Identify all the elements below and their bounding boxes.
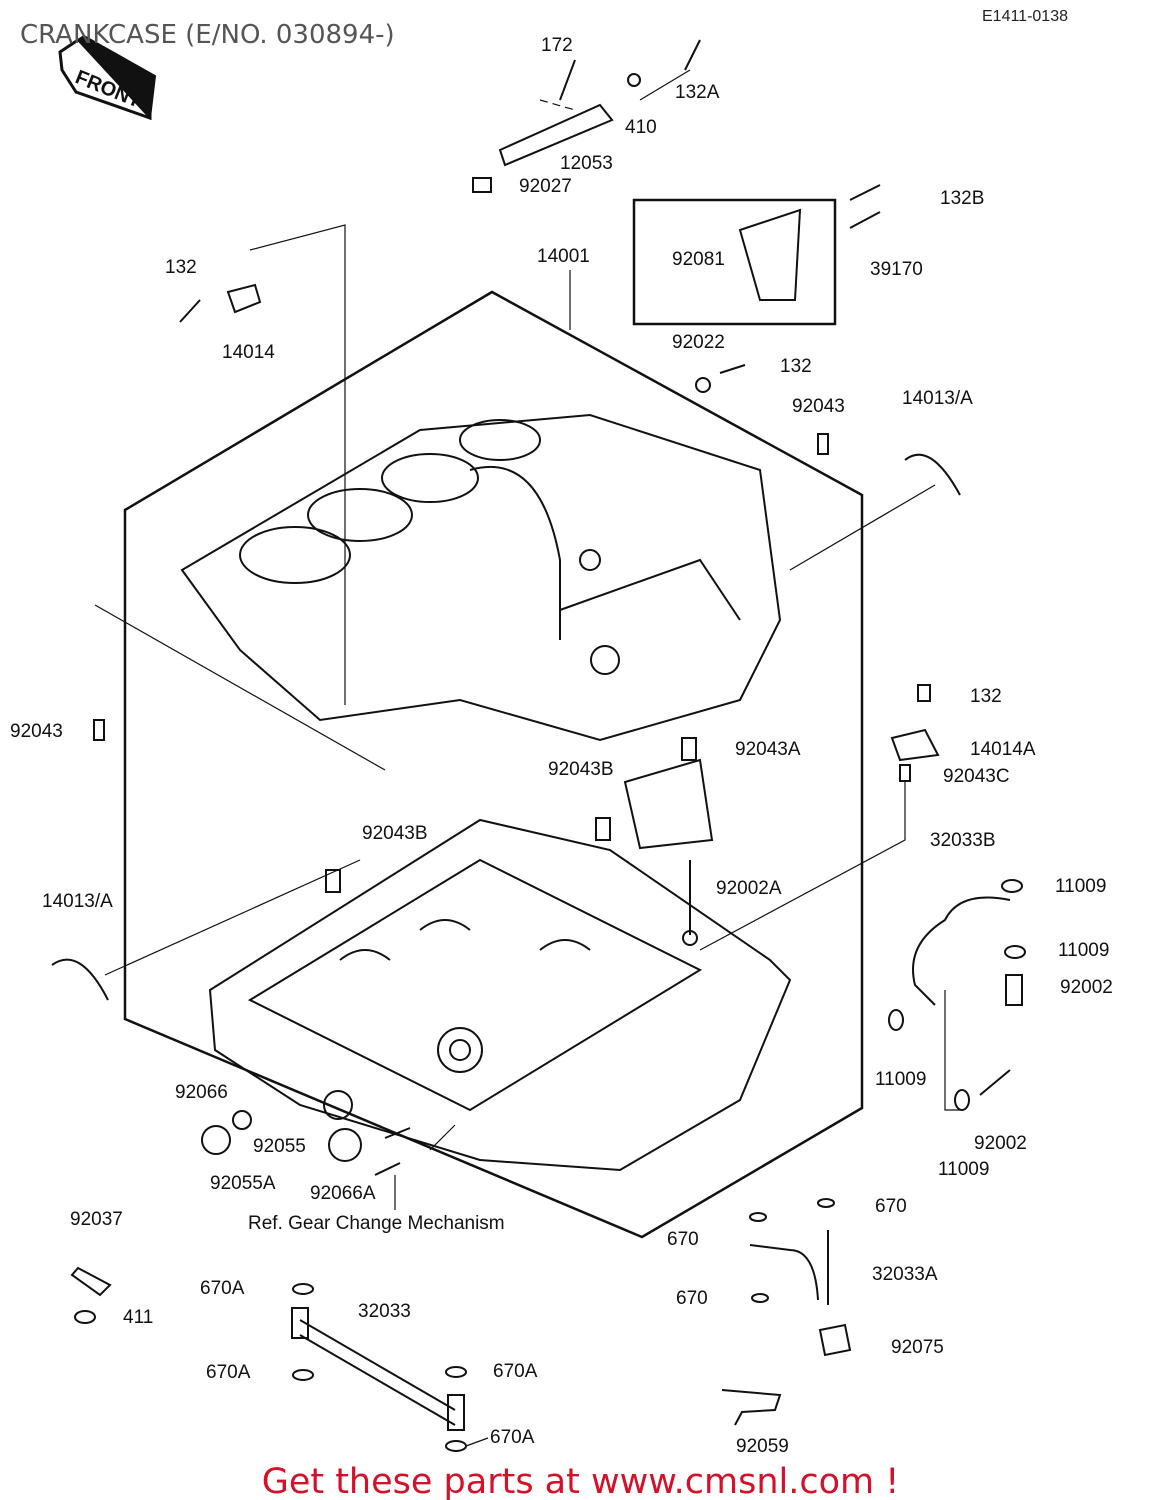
part-label[interactable]: 14014 bbox=[222, 342, 275, 363]
part-label[interactable]: 670 bbox=[667, 1229, 699, 1250]
part-label[interactable]: 92043 bbox=[10, 721, 63, 742]
part-label[interactable]: 92075 bbox=[891, 1337, 944, 1358]
part-label[interactable]: 32033A bbox=[872, 1264, 938, 1285]
part-label[interactable]: 12053 bbox=[560, 153, 613, 174]
part-label[interactable]: 92059 bbox=[736, 1436, 789, 1457]
diagram-title: CRANKCASE (E/NO. 030894-) bbox=[20, 20, 395, 50]
part-label[interactable]: 92002A bbox=[716, 878, 782, 899]
assembly-outline bbox=[123, 290, 864, 1239]
part-label[interactable]: 92022 bbox=[672, 332, 725, 353]
part-label[interactable]: 14013/A bbox=[902, 388, 973, 409]
part-label[interactable]: 32033 bbox=[358, 1301, 411, 1322]
part-label[interactable]: 670A bbox=[200, 1278, 245, 1299]
part-label[interactable]: 92066A bbox=[310, 1183, 376, 1204]
leader-lines bbox=[94, 69, 960, 1447]
part-label[interactable]: 411 bbox=[123, 1307, 154, 1328]
part-label[interactable]: 132 bbox=[970, 686, 1002, 707]
part-label[interactable]: 92043C bbox=[943, 766, 1010, 787]
part-label[interactable]: 132 bbox=[780, 356, 812, 377]
part-label[interactable]: 670 bbox=[676, 1288, 708, 1309]
part-label[interactable]: 14013/A bbox=[42, 891, 113, 912]
part-label[interactable]: 11009 bbox=[875, 1069, 927, 1090]
part-label[interactable]: 92081 bbox=[672, 249, 725, 270]
part-label[interactable]: 92043A bbox=[735, 739, 801, 760]
part-label[interactable]: 92055 bbox=[253, 1136, 306, 1157]
part-label[interactable]: 132 bbox=[165, 257, 197, 278]
lower-crankcase bbox=[208, 818, 792, 1172]
part-label[interactable]: 11009 bbox=[1058, 940, 1110, 961]
chain-guide-box bbox=[632, 198, 837, 326]
part-label[interactable]: 92055A bbox=[210, 1173, 276, 1194]
part-label[interactable]: 410 bbox=[625, 117, 657, 138]
part-label[interactable]: 670A bbox=[206, 1362, 251, 1383]
part-label[interactable]: 670 bbox=[875, 1196, 907, 1217]
part-label[interactable]: 92043B bbox=[548, 759, 614, 780]
part-label[interactable]: 132B bbox=[940, 188, 985, 209]
footer-link[interactable]: Get these parts at www.cmsnl.com ! bbox=[261, 1462, 900, 1500]
part-label[interactable]: 172 bbox=[541, 35, 573, 56]
part-label[interactable]: 32033B bbox=[930, 830, 996, 851]
part-label[interactable]: 92002 bbox=[1060, 977, 1113, 998]
part-label[interactable]: 14014A bbox=[970, 739, 1036, 760]
part-label[interactable]: 92066 bbox=[175, 1082, 228, 1103]
part-label[interactable]: 92043B bbox=[362, 823, 428, 844]
part-label[interactable]: 92002 bbox=[974, 1133, 1027, 1154]
diagram-code: E1411-0138 bbox=[982, 8, 1068, 25]
part-label[interactable]: 11009 bbox=[1055, 876, 1107, 897]
part-label[interactable]: 92027 bbox=[519, 176, 572, 197]
part-label[interactable]: 670A bbox=[493, 1361, 538, 1382]
part-label[interactable]: 14001 bbox=[537, 246, 590, 267]
front-arrow-icon: FRONT bbox=[58, 34, 157, 121]
reference-note: Ref. Gear Change Mechanism bbox=[248, 1213, 505, 1234]
part-label[interactable]: 670A bbox=[490, 1427, 535, 1448]
part-label[interactable]: 92037 bbox=[70, 1209, 123, 1230]
upper-crankcase bbox=[180, 413, 782, 742]
part-label[interactable]: 132A bbox=[675, 82, 720, 103]
part-label[interactable]: 92043 bbox=[792, 396, 845, 417]
part-label[interactable]: 11009 bbox=[938, 1159, 990, 1180]
small-parts bbox=[51, 39, 1026, 1452]
part-label[interactable]: 39170 bbox=[870, 259, 923, 280]
